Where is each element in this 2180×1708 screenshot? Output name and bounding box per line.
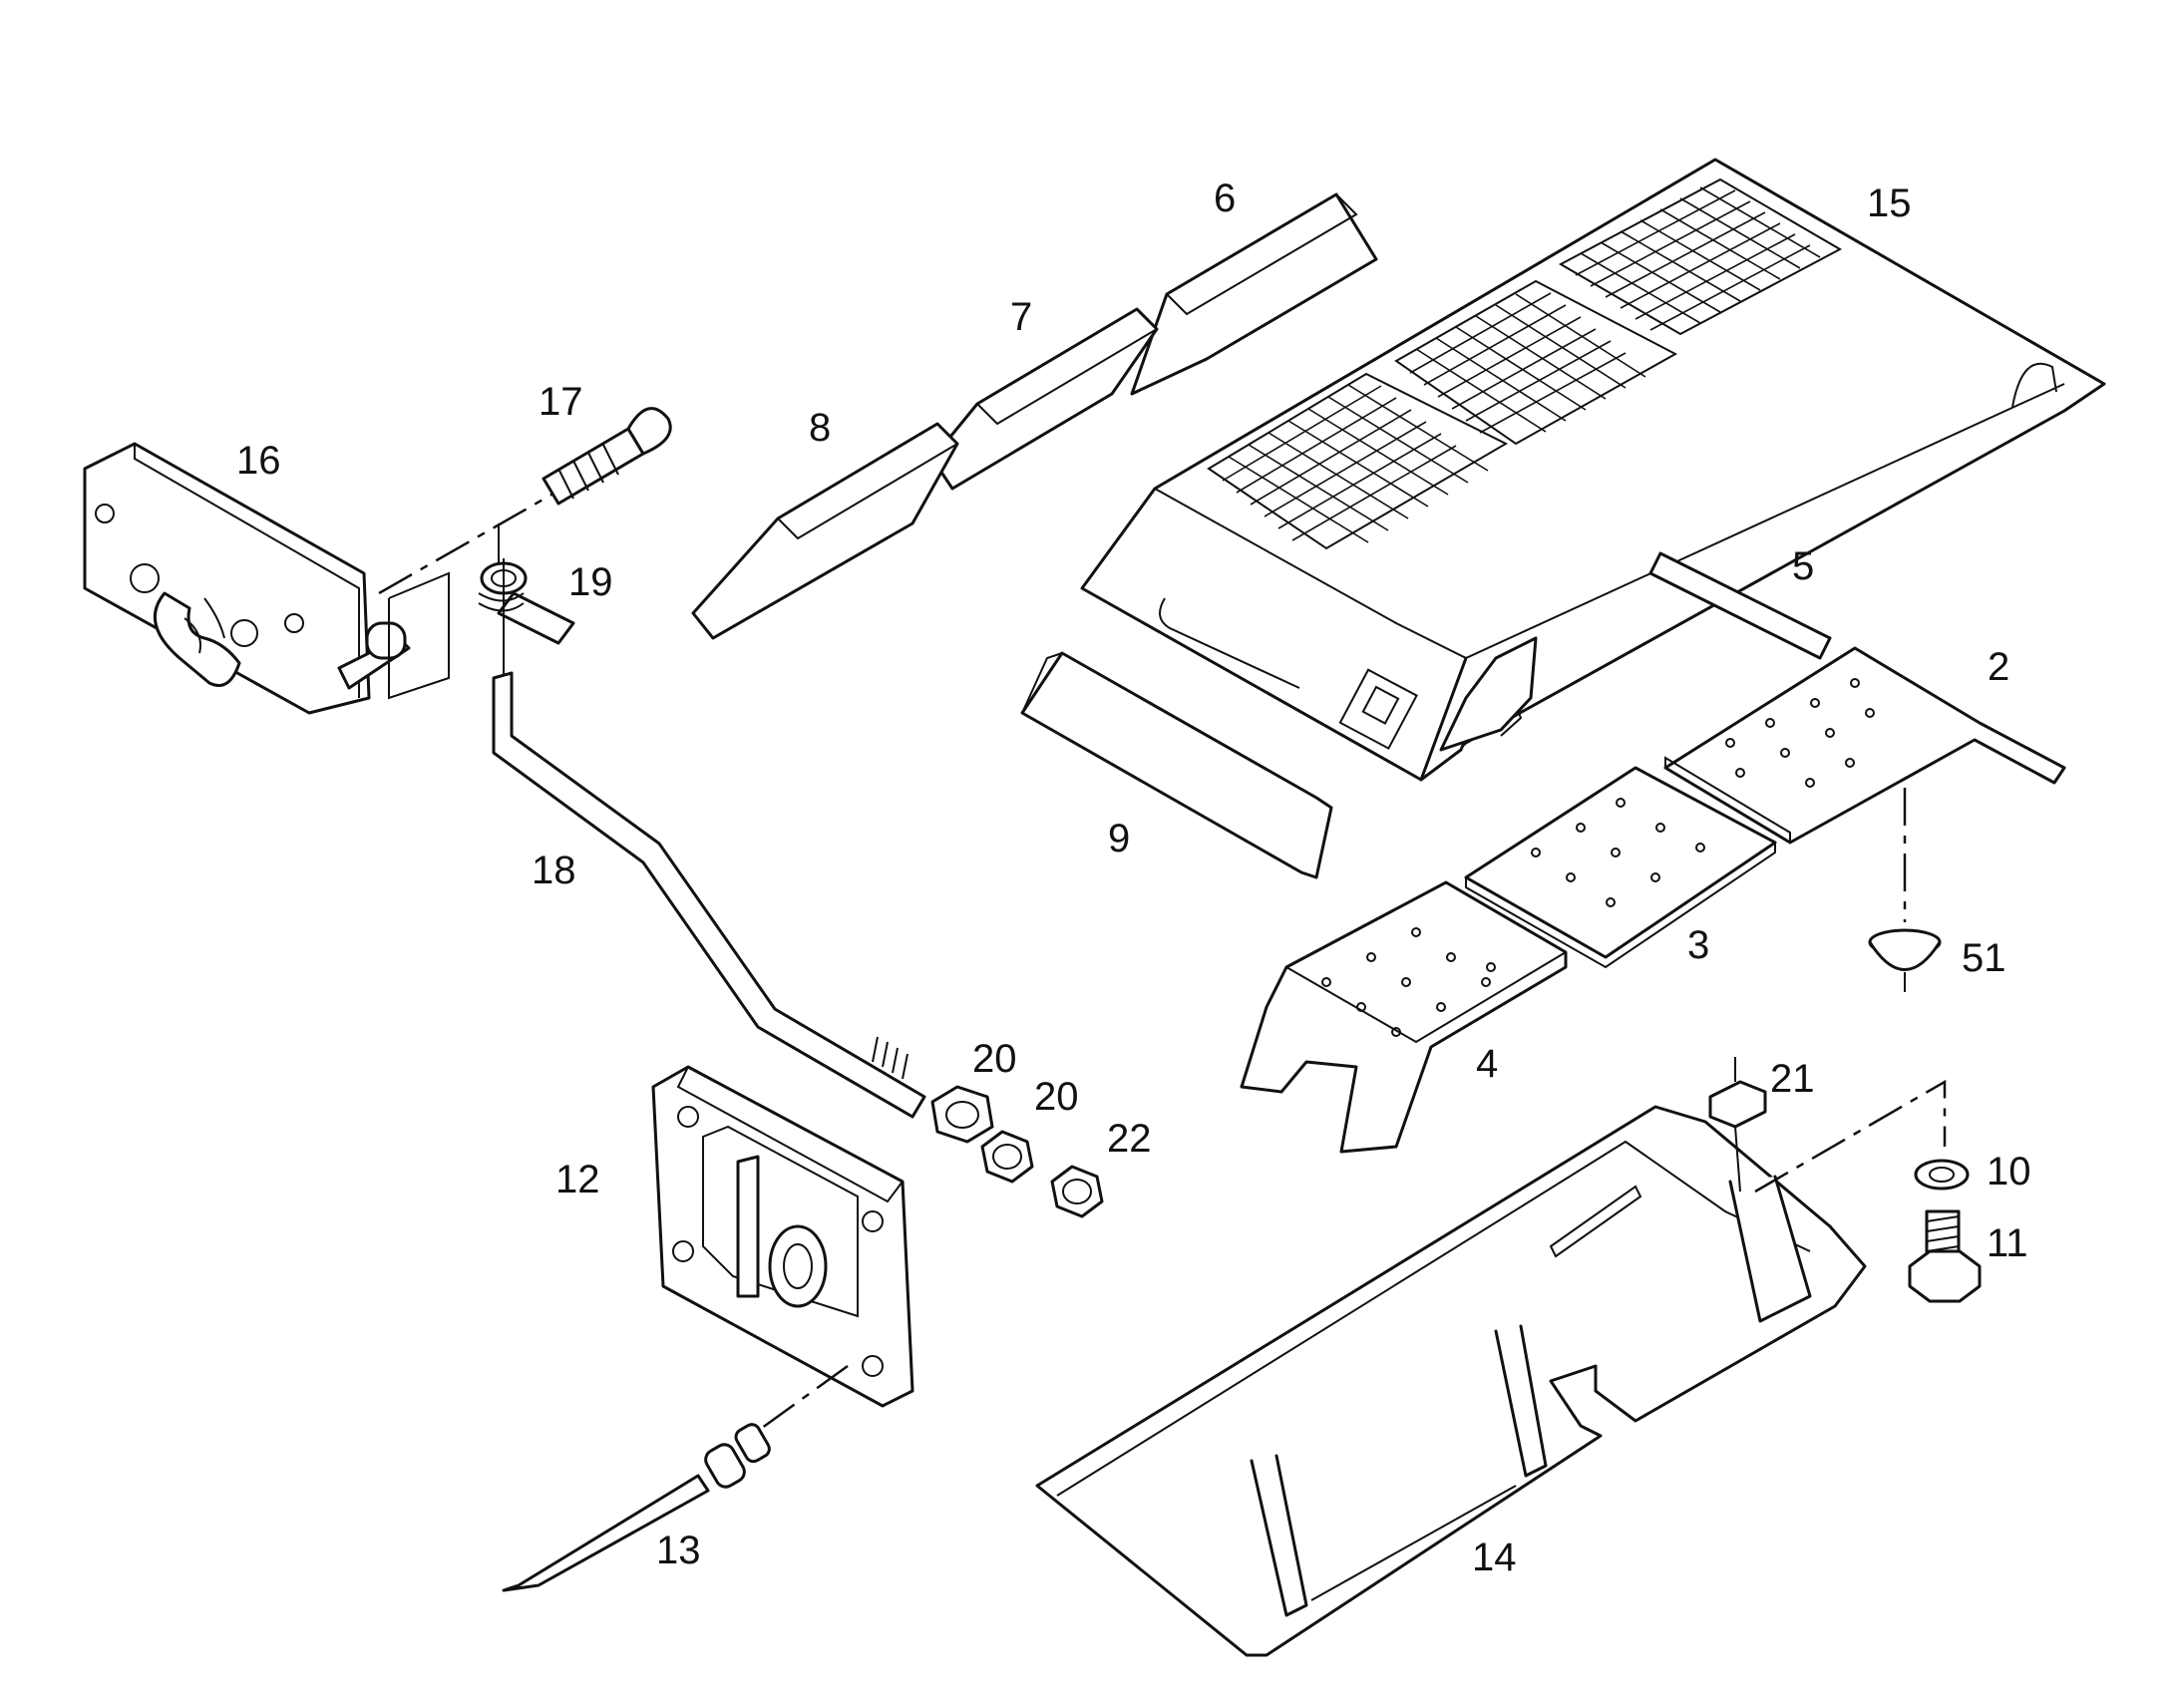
part-19-spring	[478, 523, 575, 645]
part-2-step-plate	[1663, 646, 2066, 845]
callout-12: 12	[555, 1158, 600, 1201]
callout-labels: 2 3 4 5 6 7 8 9 10 11 12 13 14 15 16 17 …	[236, 176, 2031, 1579]
part-16-latch	[83, 442, 371, 715]
callout-5: 5	[1792, 544, 1814, 588]
callout-17: 17	[539, 380, 583, 424]
callout-4: 4	[1476, 1042, 1498, 1086]
part-13-rivet-pin	[502, 1423, 771, 1592]
callout-14: 14	[1472, 1536, 1517, 1579]
part-6-foam-block	[1130, 192, 1378, 396]
callout-8: 8	[809, 406, 831, 450]
part-12-flush-handle	[651, 1065, 914, 1433]
callout-13: 13	[656, 1529, 701, 1572]
callout-22: 22	[1107, 1117, 1152, 1161]
callout-6: 6	[1214, 176, 1236, 220]
part-51-rivet	[1868, 788, 1942, 992]
latch-bracket	[337, 571, 450, 700]
part-21-square-nut	[1708, 1057, 1767, 1193]
callout-18: 18	[532, 849, 576, 892]
callout-3: 3	[1687, 923, 1709, 967]
part-15-engine-cover	[1080, 158, 2106, 782]
part-20-nut-second	[980, 1130, 1034, 1184]
callout-15: 15	[1867, 181, 1912, 225]
callout-21: 21	[1770, 1057, 1815, 1101]
part-5-strip	[1648, 551, 1832, 660]
callout-20: 20	[972, 1037, 1017, 1081]
vent-grid-front	[1207, 372, 1509, 550]
callout-10: 10	[1987, 1150, 2031, 1194]
callout-2: 2	[1988, 645, 2009, 689]
callout-7: 7	[1010, 295, 1032, 339]
part-18-rod	[492, 558, 926, 1119]
part-9-foam-strip	[1020, 651, 1333, 879]
callout-51: 51	[1962, 936, 2006, 980]
callout-19: 19	[568, 560, 613, 604]
callout-20-second: 20	[1034, 1075, 1079, 1119]
part-8-foam-block	[691, 422, 959, 640]
callout-16: 16	[236, 439, 281, 483]
vent-grid-middle	[1394, 279, 1678, 446]
part-3-step-plate	[1464, 766, 1777, 969]
part-14-tray	[1035, 1105, 1867, 1657]
part-22-nut	[1050, 1165, 1104, 1218]
part-11-bolt	[1908, 1209, 1982, 1303]
part-20-nut	[930, 1085, 994, 1144]
callout-11: 11	[1987, 1221, 2028, 1265]
part-10-washer	[1754, 1079, 1970, 1194]
vent-grid-rear	[1558, 177, 1843, 336]
part-4-step-plate	[1240, 880, 1568, 1154]
callout-9: 9	[1108, 817, 1130, 860]
part-7-foam-block	[930, 307, 1159, 491]
part-17-bolt	[378, 407, 672, 595]
